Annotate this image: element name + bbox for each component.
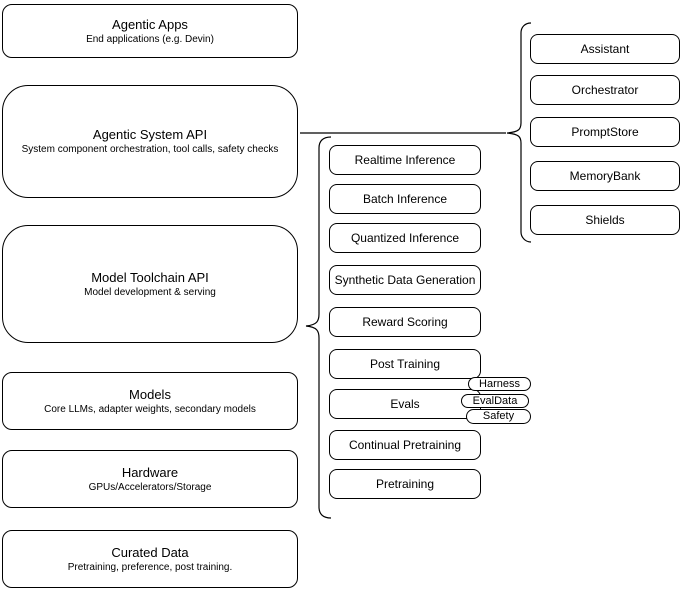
tag-safety: Safety xyxy=(466,409,531,424)
node-memorybank: MemoryBank xyxy=(530,161,680,191)
node-title: Curated Data xyxy=(111,544,189,560)
node-agentic-system-api: Agentic System API System component orch… xyxy=(2,85,298,198)
node-assistant: Assistant xyxy=(530,34,680,64)
node-batch-inference: Batch Inference xyxy=(329,184,481,214)
node-continual-pretraining: Continual Pretraining xyxy=(329,430,481,460)
node-realtime-inference: Realtime Inference xyxy=(329,145,481,175)
node-reward-scoring: Reward Scoring xyxy=(329,307,481,337)
node-subtitle: System component orchestration, tool cal… xyxy=(21,144,279,155)
node-quantized-inference: Quantized Inference xyxy=(329,223,481,253)
node-model-toolchain-api: Model Toolchain API Model development & … xyxy=(2,225,298,343)
node-subtitle: End applications (e.g. Devin) xyxy=(86,33,214,45)
tag-evaldata: EvalData xyxy=(461,394,529,408)
toolchain-brace xyxy=(305,136,332,519)
node-subtitle: GPUs/Accelerators/Storage xyxy=(88,481,212,493)
node-pretraining: Pretraining xyxy=(329,469,481,499)
node-title: Model Toolchain API xyxy=(91,269,209,285)
tag-harness: Harness xyxy=(468,377,531,391)
node-title: Agentic System API xyxy=(92,127,208,142)
node-orchestrator: Orchestrator xyxy=(530,75,680,105)
node-curated-data: Curated Data Pretraining, preference, po… xyxy=(2,530,298,588)
node-agentic-apps: Agentic Apps End applications (e.g. Devi… xyxy=(2,4,298,58)
node-promptstore: PromptStore xyxy=(530,117,680,147)
components-brace xyxy=(506,22,532,243)
node-subtitle: Model development & serving xyxy=(84,286,216,298)
node-shields: Shields xyxy=(530,205,680,235)
node-models: Models Core LLMs, adapter weights, secon… xyxy=(2,372,298,430)
node-subtitle: Core LLMs, adapter weights, secondary mo… xyxy=(44,403,256,415)
node-title: Hardware xyxy=(121,464,179,480)
node-evals: Evals xyxy=(329,389,481,419)
node-title: Agentic Apps xyxy=(112,16,188,32)
node-synthetic-data-generation: Synthetic Data Generation xyxy=(329,265,481,295)
node-hardware: Hardware GPUs/Accelerators/Storage xyxy=(2,450,298,508)
node-post-training: Post Training xyxy=(329,349,481,379)
node-title: Models xyxy=(129,386,171,402)
node-subtitle: Pretraining, preference, post training. xyxy=(67,561,233,573)
